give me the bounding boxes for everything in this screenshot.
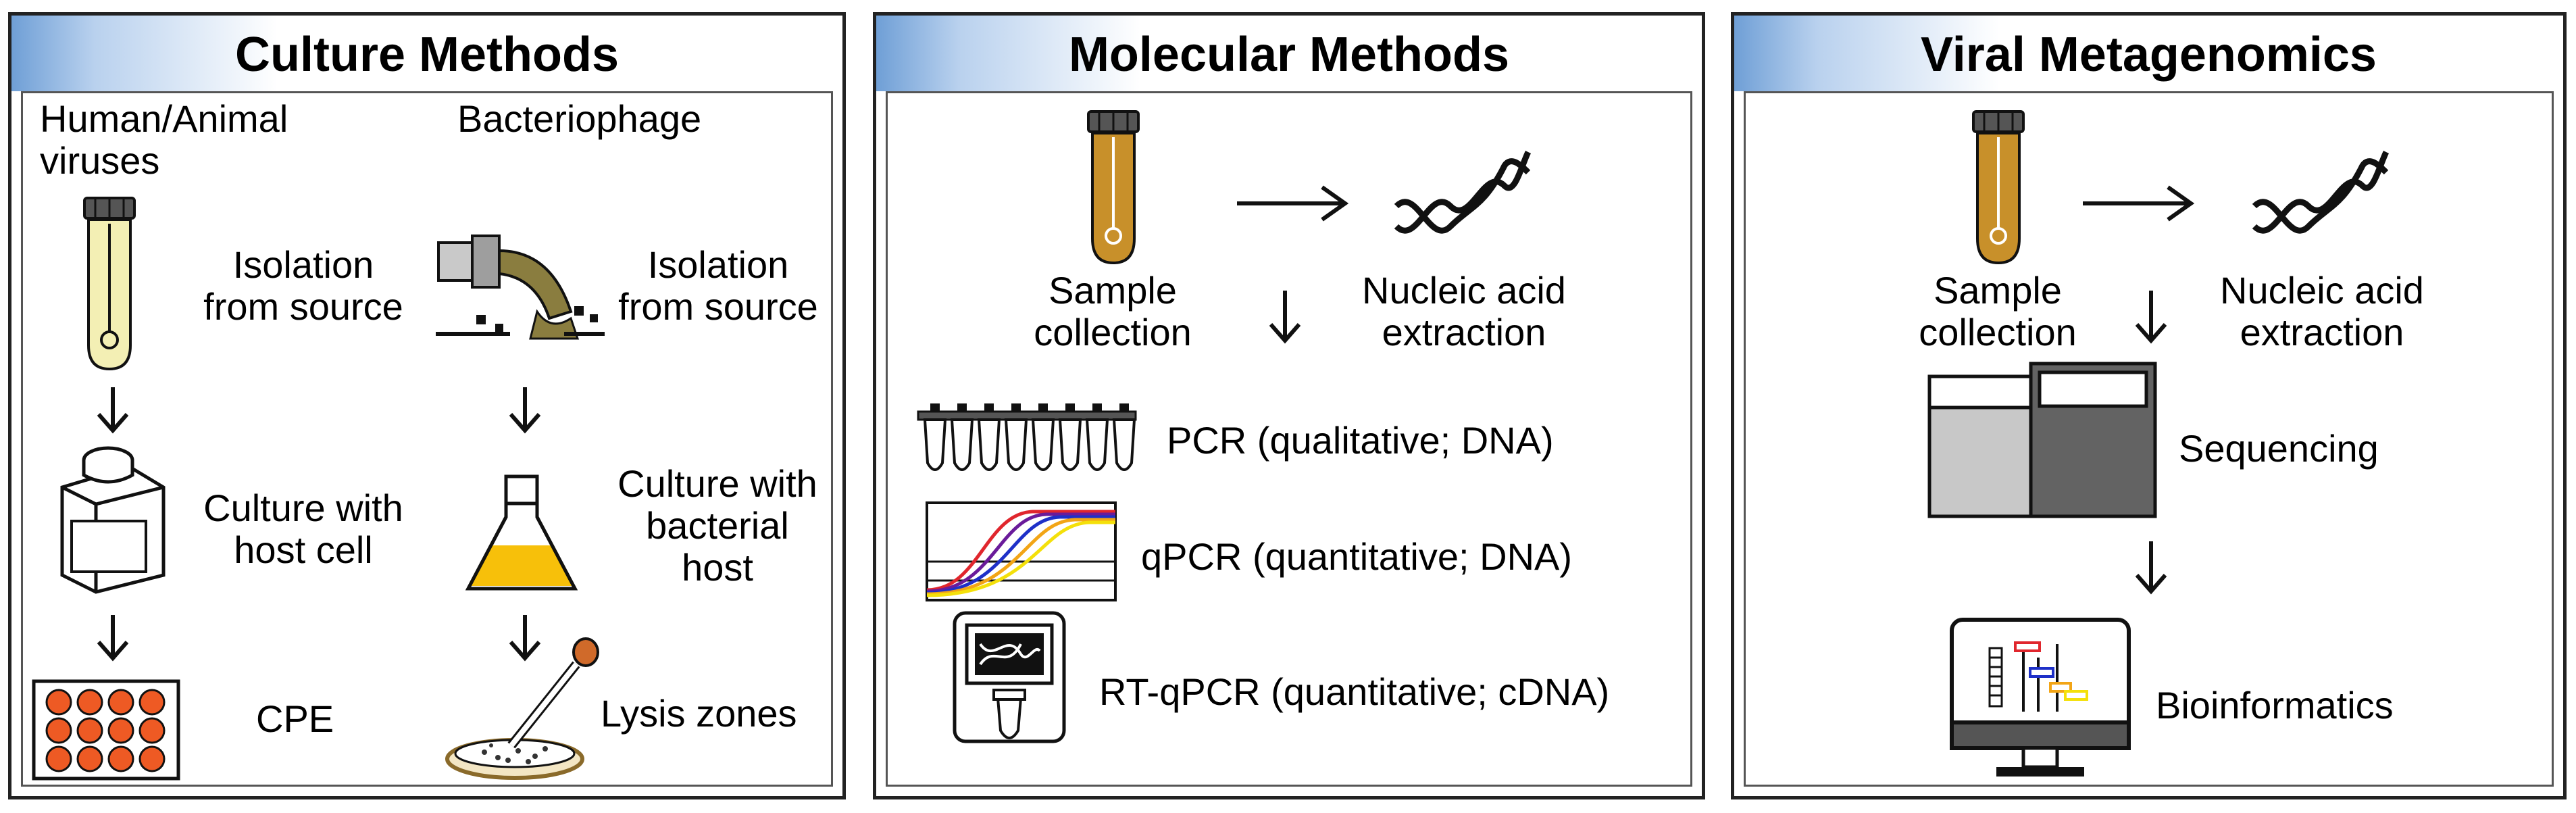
- panel-title: Molecular Methods: [1068, 28, 1510, 82]
- sample-collection-label: Sample collection: [1919, 269, 2077, 353]
- panel-culture-methods: Culture Methods Human/Animal viruses Bac…: [8, 12, 846, 799]
- right-arrow-icon: [1237, 185, 1349, 222]
- nucleic-acid-extraction-label: Nucleic acid extraction: [1362, 269, 1566, 353]
- sample-tube-icon: [1087, 110, 1140, 265]
- panel-header: Viral Metagenomics: [1734, 16, 2563, 91]
- cpe-label: CPE: [256, 697, 334, 740]
- sample-tube-icon: [83, 197, 136, 371]
- phage-culture-label: Culture with bacterial host: [617, 462, 817, 589]
- dna-helix-icon: [2252, 150, 2390, 234]
- down-arrow-icon: [97, 615, 129, 662]
- pcr-label: PCR (qualitative; DNA): [1167, 419, 1554, 462]
- sequencing-label: Sequencing: [2179, 427, 2379, 470]
- nucleic-acid-extraction-label: Nucleic acid extraction: [2220, 269, 2424, 353]
- sample-collection-label: Sample collection: [1034, 269, 1192, 353]
- rt-qpcr-device-icon: [953, 611, 1066, 743]
- panel-title: Viral Metagenomics: [1921, 28, 2377, 82]
- qpcr-label: qPCR (quantitative; DNA): [1141, 535, 1573, 578]
- panel-header: Culture Methods: [11, 16, 842, 91]
- panel-content: [21, 91, 833, 787]
- panel-title: Culture Methods: [235, 28, 619, 82]
- cell-culture-flask-icon: [60, 446, 166, 594]
- bioinformatics-label: Bioinformatics: [2156, 684, 2394, 726]
- panel-viral-metagenomics: Viral Metagenomics Sample collection Nuc…: [1731, 12, 2567, 799]
- down-arrow-icon: [509, 387, 541, 434]
- right-arrow-icon: [2083, 185, 2195, 222]
- erlenmeyer-flask-icon: [465, 474, 578, 591]
- bacteriophage-source-icon: [436, 235, 605, 340]
- well-plate-cpe-icon: [32, 679, 180, 781]
- down-arrow-icon: [97, 387, 129, 434]
- dna-helix-icon: [1394, 150, 1532, 234]
- pcr-strip-tubes-icon: [917, 403, 1137, 471]
- panel-molecular-methods: Molecular Methods Sample collection Nucl…: [873, 12, 1705, 799]
- down-arrow-icon: [2135, 541, 2167, 595]
- panel-header: Molecular Methods: [876, 16, 1702, 91]
- rt-qpcr-label: RT-qPCR (quantitative; cDNA): [1099, 670, 1610, 713]
- sequencer-icon: [1927, 362, 2157, 518]
- human-animal-viruses-label: Human/Animal viruses: [40, 97, 288, 182]
- down-arrow-icon: [509, 615, 541, 662]
- down-arrow-icon: [2135, 291, 2167, 344]
- bioinformatics-monitor-icon: [1950, 618, 2131, 777]
- bacteriophage-label: Bacteriophage: [457, 97, 702, 140]
- qpcr-amplification-curves-icon: [926, 501, 1117, 601]
- human-isolation-label: Isolation from source: [203, 243, 403, 328]
- lysis-zones-label: Lysis zones: [601, 692, 797, 735]
- human-culture-label: Culture with host cell: [203, 487, 403, 571]
- phage-isolation-label: Isolation from source: [618, 243, 818, 328]
- petri-dish-dropper-icon: [445, 637, 599, 780]
- sample-tube-icon: [1972, 110, 2025, 265]
- down-arrow-icon: [1269, 291, 1301, 344]
